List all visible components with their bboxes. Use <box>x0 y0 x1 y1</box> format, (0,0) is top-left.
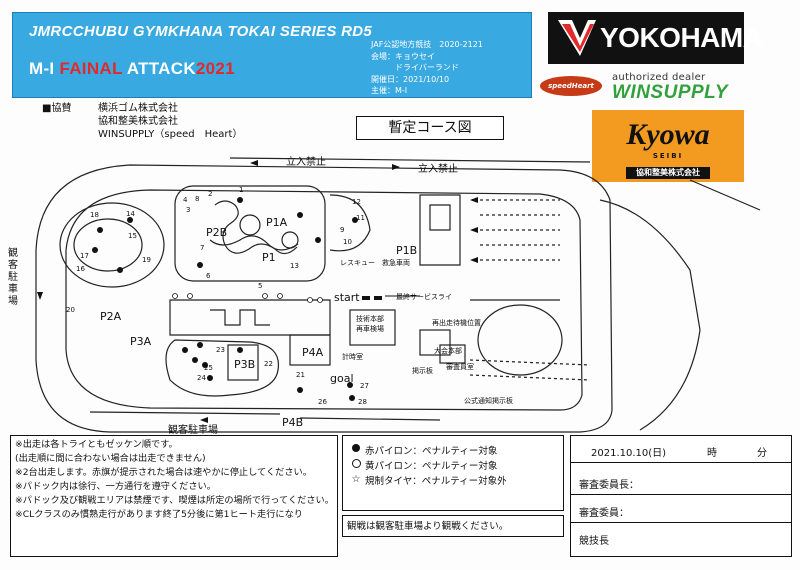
pylon-number: 26 <box>318 398 327 406</box>
pylon-number: 14 <box>126 210 135 218</box>
pylon-number: 7 <box>200 244 205 252</box>
pylon-number: 24 <box>197 374 206 382</box>
event-title: JMRCCHUBU GYMKHANA TOKAI SERIES RD5 <box>29 23 373 40</box>
speedheart-logo: speedHeart <box>540 76 602 96</box>
course-map-title: 暫定コース図 <box>356 116 504 140</box>
spectate-note: 観戦は観客駐車場より観戦ください。 <box>342 515 564 537</box>
authorized-dealer-text: authorized dealer <box>612 72 706 83</box>
pylon-number: 3 <box>186 206 191 214</box>
red-pylon-icon <box>352 444 360 452</box>
hq-label: 大会本部 <box>434 347 462 355</box>
re-inspection-label: 再車検場 <box>356 325 384 333</box>
service-label: 最終サービスライ <box>396 293 452 301</box>
rescue-label: レスキュー 救急車両 <box>340 259 410 267</box>
official-notice-label: 公式通知掲示板 <box>464 397 513 405</box>
judges-room-label: 審査員室 <box>446 363 474 371</box>
pylon-number: 6 <box>206 272 211 280</box>
judges-box: 2021.10.10(日) 時 分 審査委員長： 審査委員： 競技長 <box>570 435 792 557</box>
pylon-number: 5 <box>258 282 263 290</box>
pylon-number: 28 <box>358 398 367 406</box>
yokohama-logo: YOKOHAMA <box>548 12 763 64</box>
area-p4b: P4B <box>282 416 304 429</box>
spectator-parking-vertical: 観客駐車場 <box>8 248 18 307</box>
judge-chair-label: 審査委員長： <box>579 480 639 491</box>
start-label: start <box>334 291 360 304</box>
pylon-number: 4 <box>183 196 188 204</box>
yokohama-mark-icon <box>558 20 596 56</box>
pylon-legend: 赤パイロン：ペナルティー対象 黄パイロン：ペナルティー対象 ☆規制タイヤ：ペナル… <box>342 435 564 511</box>
header-banner: JMRCCHUBU GYMKHANA TOKAI SERIES RD5 M-I … <box>12 12 532 98</box>
pylon-number: 13 <box>290 262 299 270</box>
pylon-number: 21 <box>296 371 305 379</box>
area-p2a: P2A <box>100 310 122 323</box>
area-p1: P1 <box>262 251 276 264</box>
no-entry-label-left: 立入禁止 <box>286 157 326 168</box>
event-subtitle: M-I FAINAL ATTACK2021 <box>29 59 235 78</box>
pylon-number: 11 <box>356 214 365 222</box>
pylon-number: 15 <box>128 232 137 240</box>
minute-label: 分 <box>757 448 767 459</box>
approval-date: 2021.10.10(日) <box>591 448 667 459</box>
pylon-number: 23 <box>216 346 225 354</box>
pylon-number: 18 <box>90 211 99 219</box>
goal-label: goal <box>330 372 354 385</box>
notes-box: ※出走は各トライともゼッケン順です。 (出走順に間に合わない場合は出走できません… <box>10 435 338 557</box>
pylon-number: 9 <box>340 226 345 234</box>
race-director-label: 競技長 <box>579 536 609 547</box>
pylon-number: 20 <box>66 306 75 314</box>
pylon-number: 1 <box>239 186 244 194</box>
pylon-number: 22 <box>264 360 273 368</box>
area-p3a: P3A <box>130 335 152 348</box>
no-entry-label-right: 立入禁止 <box>418 164 458 175</box>
tech-label: 技術本部 <box>356 315 384 323</box>
pylon-number: 25 <box>204 364 213 372</box>
area-p3b: P3B <box>234 358 256 371</box>
pylon-number: 17 <box>80 252 89 260</box>
event-info: JAF公認地方競技 2020-2121 会場：キョウセイ ドライバーランド 開催… <box>371 40 483 95</box>
hour-label: 時 <box>707 448 717 459</box>
area-p2b: P2B <box>206 226 228 239</box>
winsupply-logo: WINSUPPLY <box>612 82 729 103</box>
spectator-parking-bottom: 観客駐車場 <box>168 425 218 436</box>
pylon-number: 8 <box>195 195 200 203</box>
pylon-number: 12 <box>352 198 361 206</box>
notice-board-label: 掲示板 <box>412 367 433 375</box>
area-p1b: P1B <box>396 244 418 257</box>
re-exit-label: 再出走待機位置 <box>432 319 481 327</box>
judge-label: 審査委員： <box>579 508 629 519</box>
pylon-number: 2 <box>208 190 213 198</box>
yellow-pylon-icon <box>351 458 361 468</box>
kyowa-logo: Kyowa SEIBI 協和整美株式会社 <box>592 110 744 182</box>
area-p4a: P4A <box>302 346 324 359</box>
pylon-number: 27 <box>360 382 369 390</box>
timer-label: 計時室 <box>342 353 363 361</box>
area-p1a: P1A <box>266 216 288 229</box>
pylon-number: 16 <box>76 265 85 273</box>
pylon-number: 10 <box>343 238 352 246</box>
tire-icon: ☆ <box>351 474 361 485</box>
pylon-number: 19 <box>142 256 151 264</box>
